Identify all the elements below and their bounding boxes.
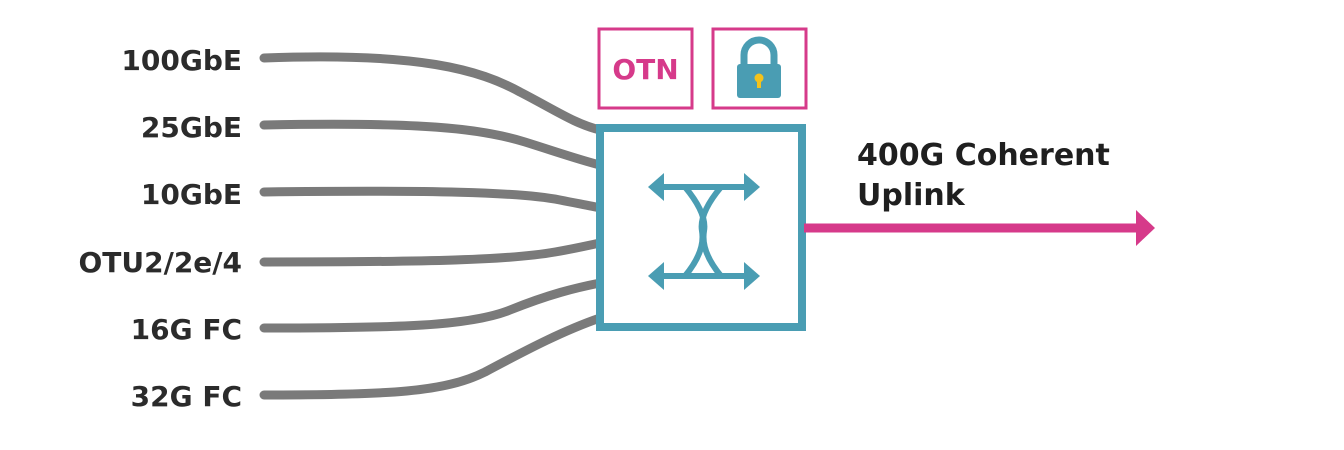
lock-badge: [711, 27, 808, 110]
fiber-otu: [259, 238, 605, 267]
fiber-100gbe: [259, 52, 605, 135]
input-label-32gfc: 32G FC: [131, 380, 242, 413]
switch-arrowheads: [648, 173, 760, 290]
uplink-label-line2: Uplink: [857, 178, 966, 213]
uplink-label: 400G Coherent Uplink: [857, 138, 1110, 213]
fiber-10gbe: [259, 186, 605, 213]
lock-icon: [737, 36, 781, 98]
input-label-otu: OTU2/2e/4: [78, 246, 242, 279]
crossconnect-arrows-icon: [662, 184, 745, 279]
uplink-arrow: [804, 210, 1155, 246]
input-label-16gfc: 16G FC: [131, 313, 242, 346]
input-label-100gbe: 100GbE: [121, 44, 242, 77]
otn-label: OTN: [612, 53, 678, 86]
input-fibers: [259, 52, 605, 400]
input-labels: 100GbE 25GbE 10GbE OTU2/2e/4 16G FC 32G …: [78, 44, 242, 413]
fiber-25gbe: [259, 119, 605, 170]
fiber-16gfc: [259, 278, 605, 333]
otn-badge: OTN: [597, 27, 694, 110]
input-label-25gbe: 25GbE: [141, 111, 242, 144]
switch-box: [596, 124, 806, 331]
uplink-label-line1: 400G Coherent: [857, 138, 1110, 173]
input-label-10gbe: 10GbE: [141, 178, 242, 211]
fiber-32gfc: [259, 313, 605, 400]
